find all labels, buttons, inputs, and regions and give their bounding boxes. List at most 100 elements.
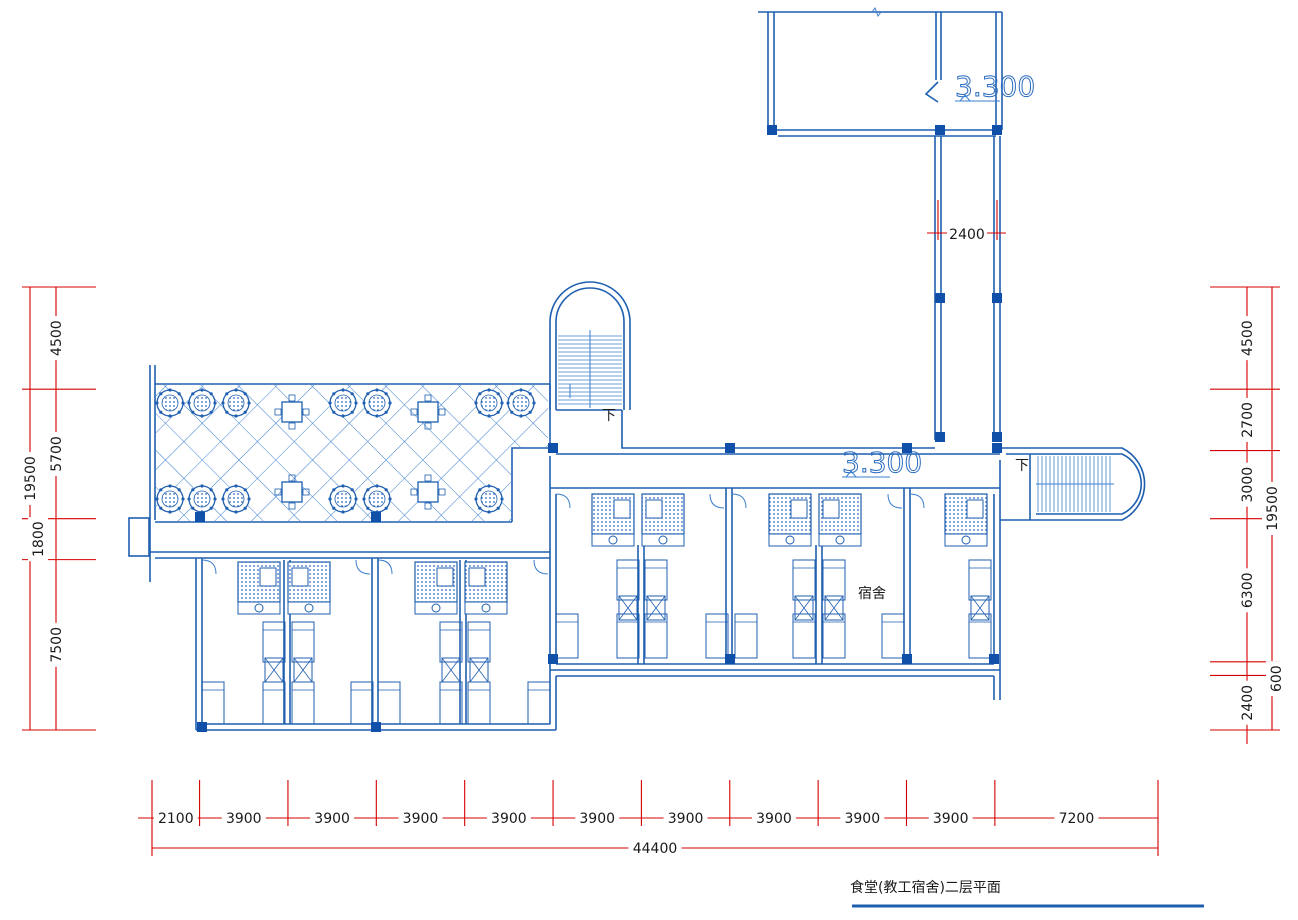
column: [725, 443, 735, 453]
bridge-width-dimension: 2400: [927, 200, 1006, 243]
bed: [467, 621, 491, 663]
dim-bottom-span: 3900: [756, 811, 792, 827]
round-table: [155, 484, 185, 514]
round-table: [362, 388, 392, 418]
column: [371, 722, 381, 732]
left-stair: 下: [549, 281, 631, 424]
dining-tables: [155, 388, 536, 514]
bathroom-pod: [414, 561, 458, 615]
bed: [616, 559, 640, 601]
column: [548, 443, 558, 453]
round-table: [328, 388, 358, 418]
column: [195, 512, 205, 522]
bed: [291, 621, 315, 663]
dim-bottom-span: 3900: [314, 811, 350, 827]
dim-left-span: 7500: [49, 627, 65, 663]
dim-bottom-span: 3900: [403, 811, 439, 827]
dim-bottom-span: 3900: [668, 811, 704, 827]
dim-right-span: 2700: [1240, 402, 1256, 438]
bed: [527, 681, 551, 725]
bed: [822, 559, 846, 601]
dim-right-span: 3000: [1240, 467, 1256, 503]
round-table: [474, 388, 504, 418]
dim-bridge-width: 2400: [949, 227, 985, 243]
bed: [792, 559, 816, 601]
round-table: [328, 484, 358, 514]
column: [989, 654, 999, 664]
bed: [616, 613, 640, 659]
round-table: [221, 484, 251, 514]
level-mark-upper: 3.300: [955, 70, 1036, 104]
bed: [822, 613, 846, 659]
dim-bottom-span: 3900: [491, 811, 527, 827]
column: [371, 512, 381, 522]
bed: [734, 613, 758, 659]
bed: [377, 681, 401, 725]
upper-block: [758, 6, 1003, 137]
bathroom-pod: [464, 561, 508, 615]
bed: [968, 613, 992, 659]
dim-bottom-span: 3900: [226, 811, 262, 827]
bathroom-pod: [768, 493, 812, 547]
bed: [792, 613, 816, 659]
bathroom-pod: [818, 493, 862, 547]
column: [992, 443, 1002, 453]
structural-columns: [195, 125, 1002, 732]
column: [935, 293, 945, 303]
dim-bottom-span: 3900: [844, 811, 880, 827]
column: [548, 654, 558, 664]
drawing-title: 食堂(教工宿舍)二层平面: [850, 879, 1001, 896]
bed: [881, 613, 905, 659]
bed: [644, 559, 668, 601]
bed: [705, 613, 729, 659]
bed: [201, 681, 225, 725]
bed: [555, 613, 579, 659]
dim-bottom-span: 3900: [579, 811, 615, 827]
column: [725, 654, 735, 664]
bed: [262, 681, 286, 725]
bed: [439, 681, 463, 725]
dim-right-span: 6300: [1240, 572, 1256, 608]
column: [902, 654, 912, 664]
cafeteria-floor: [156, 385, 548, 521]
dim-left-span: 5700: [49, 436, 65, 472]
right-stair: 下: [1000, 447, 1146, 521]
wardrobe: [794, 595, 814, 621]
stair-down-label-left: 下: [602, 408, 616, 424]
round-table: [506, 388, 536, 418]
bed: [644, 613, 668, 659]
square-table: [410, 474, 446, 510]
bridge-corridor: [934, 136, 1001, 440]
dim-right-span: 2400: [1240, 685, 1256, 721]
bed: [262, 621, 286, 663]
bathroom-pod: [591, 493, 635, 547]
room-label-dormitory: 宿舍: [858, 585, 886, 602]
dim-bottom-total: 44400: [633, 841, 678, 857]
column: [767, 125, 777, 135]
wardrobe: [970, 595, 990, 621]
column: [902, 443, 912, 453]
level-text-upper: 3.300: [955, 70, 1035, 103]
wardrobe: [824, 595, 844, 621]
wardrobe: [618, 595, 638, 621]
round-table: [187, 388, 217, 418]
dim-bottom-span: 7200: [1059, 811, 1095, 827]
column: [992, 432, 1002, 442]
bed: [439, 621, 463, 663]
column: [992, 125, 1002, 135]
round-table: [362, 484, 392, 514]
column: [992, 293, 1002, 303]
dim-right-span: 4500: [1240, 320, 1256, 356]
square-table: [274, 394, 310, 430]
round-table: [155, 388, 185, 418]
column: [935, 125, 945, 135]
round-table: [187, 484, 217, 514]
round-table: [221, 388, 251, 418]
dim-bottom-span: 3900: [933, 811, 969, 827]
dim-right-total: 19500: [1265, 486, 1281, 531]
dorm-furniture: [201, 493, 992, 725]
square-table: [274, 474, 310, 510]
